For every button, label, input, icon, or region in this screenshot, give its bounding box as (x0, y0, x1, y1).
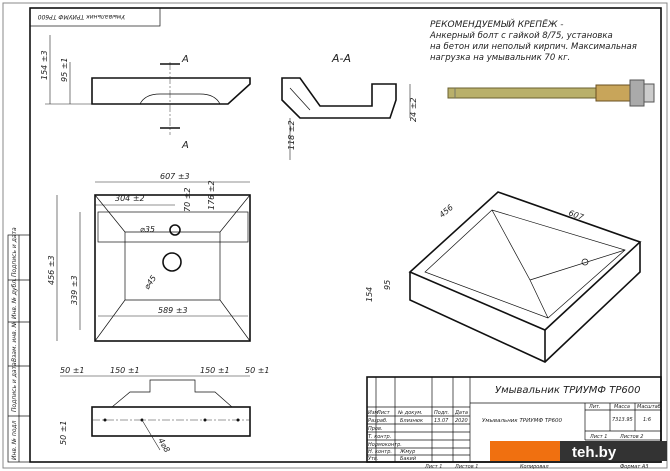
svg-text:Близнюк: Близнюк (400, 418, 423, 424)
svg-text:нагрузка на умывальник 70 кг.: нагрузка на умывальник 70 кг. (430, 53, 570, 63)
dim-label: 589 ±3 (158, 306, 188, 315)
svg-text:Формат A3: Формат A3 (620, 464, 648, 470)
dim-label: 50 ±1 (245, 366, 270, 375)
svg-text:Копировал: Копировал (520, 464, 549, 470)
svg-text:Анкерный болт с гайкой 8/75, у: Анкерный болт с гайкой 8/75, установка (429, 31, 613, 41)
svg-text:Утв.: Утв. (368, 456, 379, 462)
title-block: Умывальник ТРИУМФ ТР600 Умывальник ТРИУМ… (366, 376, 662, 470)
svg-text:Дата: Дата (454, 410, 468, 416)
dim-label: 118 ±2 (287, 120, 296, 150)
svg-text:Н. контр.: Н. контр. (368, 449, 392, 455)
svg-text:13.07: 13.07 (434, 418, 449, 424)
dim-label: ⌀45 (142, 274, 158, 291)
dim-label: 50 ±1 (59, 420, 68, 445)
svg-text:№ докум.: № докум. (397, 410, 423, 416)
svg-text:Умывальник ТРИУМФ ТР600: Умывальник ТРИУМФ ТР600 (38, 13, 125, 20)
svg-text:7313.95: 7313.95 (612, 417, 633, 423)
svg-text:Лист 1: Лист 1 (589, 434, 607, 440)
svg-text:Бакий: Бакий (400, 456, 417, 462)
dim-label: 150 ±1 (200, 366, 230, 375)
svg-text:Масштаб: Масштаб (637, 404, 661, 410)
drawing-title: Умывальник ТРИУМФ ТР600 (495, 385, 640, 396)
side-label: Подпись и дата (11, 362, 18, 412)
svg-text:2020: 2020 (455, 418, 468, 424)
isometric-view: 456 607 154 95 (365, 191, 642, 363)
dim-label: 150 ±1 (110, 366, 140, 375)
svg-text:teh.by: teh.by (572, 444, 617, 461)
svg-text:Лист: Лист (376, 410, 391, 416)
dim-label: 607 ±3 (160, 172, 190, 181)
svg-text:Лист 1: Лист 1 (424, 464, 442, 470)
dim-label: 95 (383, 280, 392, 290)
side-label: Взам. инв. № (11, 321, 18, 362)
plan-view: 607 ±3 304 ±2 70 ±2 176 ±2 ⌀35 ⌀45 589 ±… (47, 172, 251, 342)
svg-text:на бетон или неполый кирпич. М: на бетон или неполый кирпич. Максимальна… (430, 42, 637, 52)
svg-text:Масса: Масса (614, 404, 630, 410)
dim-label: 456 (438, 203, 455, 220)
dim-label: 50 ±1 (60, 366, 85, 375)
dim-label: 176 ±2 (207, 180, 216, 210)
svg-text:Подп.: Подп. (434, 410, 449, 416)
dim-label: 154 ±3 (40, 50, 49, 80)
section-mark: A (181, 140, 189, 151)
side-label: Подпись и дата (11, 227, 18, 277)
svg-text:Нормоконтр.: Нормоконтр. (368, 442, 402, 448)
dim-label: 456 ±3 (47, 255, 56, 285)
front-view: A A 154 ±3 95 ±1 (40, 35, 251, 151)
svg-text:1:6: 1:6 (643, 417, 651, 423)
svg-text:Разраб.: Разраб. (368, 418, 388, 424)
dim-label: 304 ±2 (115, 194, 145, 203)
anchor-bolt-image (447, 79, 655, 107)
dim-label: 95 ±1 (60, 57, 69, 82)
svg-text:Пров.: Пров. (368, 426, 383, 432)
svg-text:Листов 1: Листов 1 (454, 464, 478, 470)
section-mark: A (181, 54, 189, 65)
svg-text:Умывальник ТРИУМФ ТР600: Умывальник ТРИУМФ ТР600 (482, 418, 562, 424)
svg-text:Листов 2: Листов 2 (619, 434, 643, 440)
section-title: A-A (331, 52, 351, 65)
dim-label: 70 ±2 (183, 187, 192, 212)
side-margin: Инв. № подл Подпись и дата Взам. инв. № … (7, 227, 31, 463)
fastener-note: РЕКОМЕНДУЕМЫЙ КРЕПЁЖ - Анкерный болт с г… (429, 18, 637, 63)
dim-label: 4⌀8 (156, 437, 171, 454)
svg-text:РЕКОМЕНДУЕМЫЙ КРЕПЁЖ -: РЕКОМЕНДУЕМЫЙ КРЕПЁЖ - (430, 18, 564, 30)
dim-label: 24 ±2 (409, 97, 418, 122)
corner-stamp: Умывальник ТРИУМФ ТР600 (29, 7, 161, 27)
svg-text:Лит.: Лит. (588, 404, 601, 410)
bottom-view: 50 ±1 150 ±1 150 ±1 50 ±1 50 ±1 4⌀8 (59, 366, 270, 454)
teh-by-watermark: teh.by (490, 441, 667, 461)
svg-text:Т. контр.: Т. контр. (368, 434, 391, 440)
svg-text:Изм: Изм (368, 410, 378, 416)
dim-label: 339 ±3 (70, 275, 79, 305)
svg-text:Жмур: Жмур (399, 449, 415, 455)
dim-label: ⌀35 (140, 225, 155, 234)
dim-label: 154 (365, 287, 374, 302)
section-view: A-A 118 ±2 24 ±2 (281, 52, 418, 160)
side-label: Инв. № подл (11, 420, 18, 460)
side-label: Инв. № дубл. (11, 278, 18, 319)
